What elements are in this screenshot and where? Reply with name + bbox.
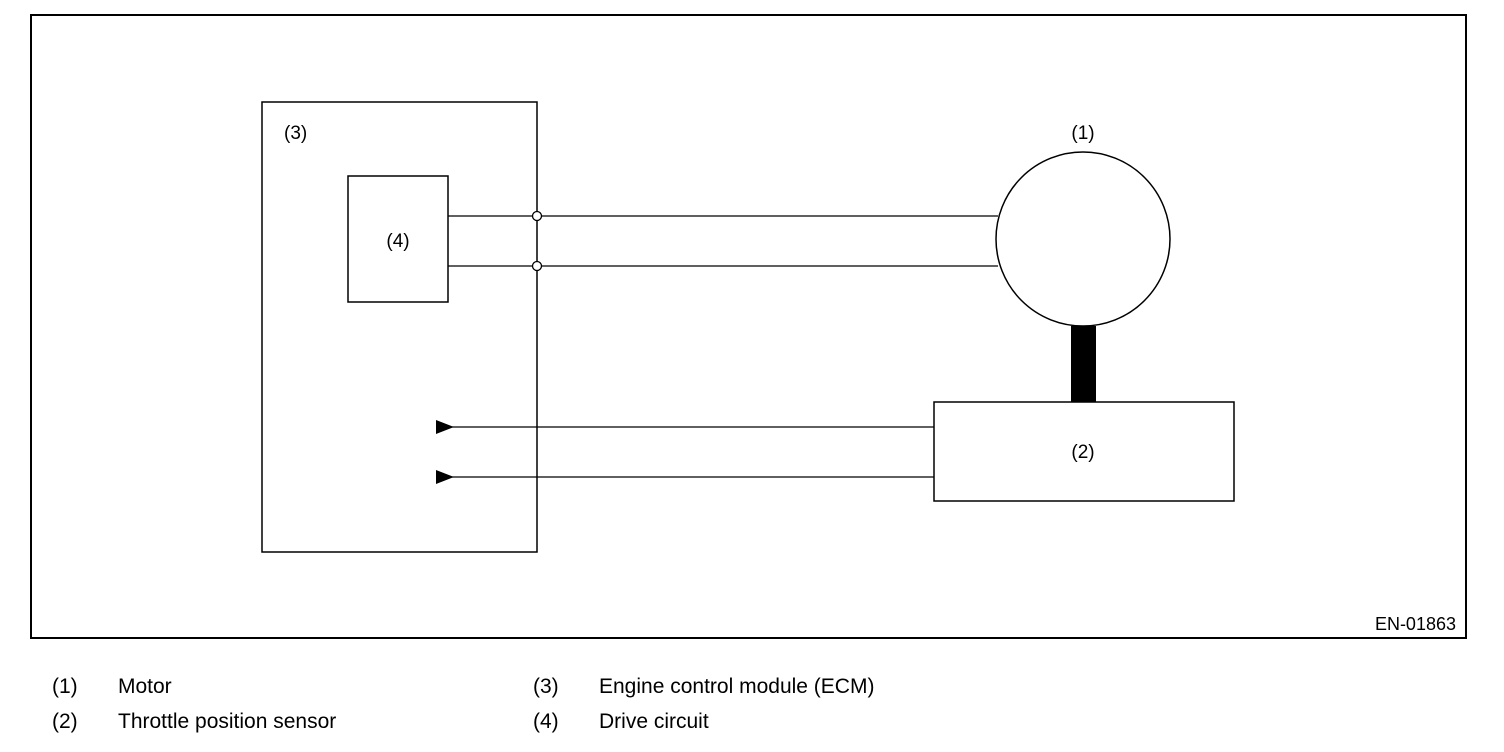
throttle-sensor-callout: (2) xyxy=(1071,442,1094,463)
connector-terminal-lower xyxy=(531,260,543,272)
legend-number: (1) xyxy=(52,675,78,698)
legend-label: Throttle position sensor xyxy=(118,710,337,733)
throttle-sensor-box xyxy=(933,401,1235,502)
legend-label: Engine control module (ECM) xyxy=(599,675,875,698)
drive-circuit-box xyxy=(347,175,449,303)
motor-callout: (1) xyxy=(1071,123,1094,144)
figure-frame xyxy=(30,14,1467,639)
legend-label: Motor xyxy=(118,675,172,698)
connector-terminal-upper xyxy=(531,210,543,222)
ecm-callout: (3) xyxy=(284,123,307,144)
figure-code: EN-01863 xyxy=(1375,614,1456,634)
motor-shaft xyxy=(1071,326,1096,403)
ecm-box xyxy=(261,101,538,553)
legend-number: (4) xyxy=(533,710,559,733)
legend-number: (2) xyxy=(52,710,78,733)
legend-label: Drive circuit xyxy=(599,710,709,733)
legend-number: (3) xyxy=(533,675,559,698)
drive-circuit-callout: (4) xyxy=(386,231,409,252)
motor-circle xyxy=(995,151,1171,327)
